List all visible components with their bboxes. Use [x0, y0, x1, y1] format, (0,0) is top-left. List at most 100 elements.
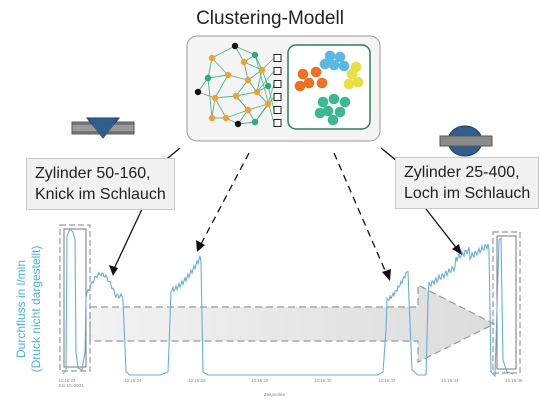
cluster-dot	[322, 105, 334, 117]
y-axis-label: Durchfluss in l/min (Druck nicht dargest…	[14, 224, 48, 394]
left-label-box: Zylinder 50-160, Knick im Schlauch	[26, 158, 175, 210]
network-node	[208, 54, 216, 62]
network-node	[222, 114, 230, 122]
network-node	[251, 51, 259, 59]
cluster-dot	[327, 114, 339, 126]
network-node	[244, 76, 252, 84]
network-node	[204, 74, 212, 82]
network-edge	[256, 70, 275, 93]
output-node	[273, 54, 282, 62]
output-node	[273, 93, 282, 101]
network-edge	[227, 74, 249, 81]
cluster-dot	[328, 93, 340, 105]
network-node	[234, 120, 242, 128]
x-tick-7: 13:16:36	[505, 378, 523, 383]
x-tick-1: 13:16:24	[124, 378, 142, 383]
output-node	[273, 80, 282, 88]
right-label-box: Zylinder 25-400, Loch im Schlauch	[395, 157, 540, 209]
neural-network-icon	[194, 42, 275, 128]
flow-signal-line	[62, 228, 514, 378]
x-tick-2: 13:16:26	[188, 378, 206, 383]
network-edge	[211, 45, 236, 59]
network-node	[258, 66, 266, 74]
output-layer-icon	[273, 54, 282, 127]
x-tick-0-date: Jun 10, 2021	[58, 383, 85, 388]
cluster-dot	[339, 96, 351, 108]
cluster-dot	[352, 76, 364, 88]
x-tick-6: 13:16:34	[441, 378, 459, 383]
cluster-dot	[343, 78, 355, 90]
left-label-line1: Zylinder 50-160,	[35, 165, 151, 182]
network-node	[208, 114, 216, 122]
cluster-dot	[324, 50, 336, 62]
cluster-dot	[317, 96, 329, 108]
output-node	[273, 67, 282, 75]
arrow-dashed-1	[199, 152, 250, 247]
x-tick-5: 13:16:32	[378, 378, 396, 383]
network-edge	[207, 74, 229, 79]
network-edge	[211, 57, 229, 76]
network-edge	[211, 97, 216, 119]
x-tick-3: 13:16:28	[251, 378, 269, 383]
model-title: Clustering-Modell	[196, 8, 344, 29]
network-edge	[207, 77, 213, 119]
cluster-dot	[328, 59, 340, 71]
network-node	[264, 100, 272, 108]
network-edge	[247, 103, 269, 111]
network-edge	[254, 96, 275, 123]
cluster-box	[287, 44, 371, 130]
network-edge	[225, 109, 249, 119]
network-edge	[207, 57, 213, 79]
window-box-right	[492, 231, 521, 374]
window-box-right-inner	[496, 235, 517, 370]
cluster-dot	[297, 68, 309, 80]
cluster-dot	[316, 77, 328, 89]
network-node	[240, 58, 248, 66]
left-label-line2: Knick im Schlauch	[35, 186, 166, 203]
arrow-right-solid	[425, 208, 459, 251]
network-edge	[235, 79, 249, 97]
cluster-dot	[334, 51, 346, 63]
right-label-line1: Zylinder 25-400,	[404, 164, 520, 181]
network-edge	[214, 74, 229, 99]
hole-symbol-icon	[439, 125, 493, 157]
cluster-dot	[303, 77, 315, 89]
x-tick-0: 13:16:22 Jun 10, 2021	[58, 378, 84, 388]
cluster-dot	[350, 61, 362, 73]
y-axis-label-line2: (Druck nicht dargestellt)	[29, 245, 43, 373]
output-node	[273, 119, 282, 127]
network-node	[253, 88, 261, 96]
network-node	[264, 82, 272, 90]
right-label-line2: Loch im Schlauch	[404, 185, 531, 202]
cluster-dot	[319, 58, 331, 70]
network-edge	[214, 97, 227, 119]
network-node	[231, 42, 239, 50]
cluster-dot	[334, 106, 346, 118]
y-axis-label-line1: Durchfluss in l/min	[14, 259, 28, 359]
x-axis-label: Zeitpunkte	[264, 392, 286, 397]
arrow-left-solid	[112, 206, 144, 272]
network-edge	[256, 69, 263, 93]
network-node	[224, 71, 232, 79]
x-tick-0-label: 13:16:22	[58, 378, 76, 383]
cluster-dot	[294, 80, 306, 92]
network-node	[211, 94, 219, 102]
network-edge	[267, 83, 275, 105]
cluster-dot	[310, 66, 322, 78]
network-edge	[214, 95, 237, 99]
network-node	[251, 118, 259, 126]
network-node	[232, 92, 240, 100]
cluster-dot	[338, 60, 350, 72]
network-node	[194, 88, 202, 96]
x-tick-4: 13:16:30	[314, 378, 332, 383]
network-edge	[234, 45, 256, 56]
network-edge	[235, 91, 258, 97]
network-node	[244, 106, 252, 114]
window-box-left	[59, 224, 91, 372]
kink-symbol-icon	[71, 117, 135, 139]
network-edge	[267, 85, 275, 111]
time-window-arrow	[89, 284, 496, 363]
cluster-dot	[314, 107, 326, 119]
